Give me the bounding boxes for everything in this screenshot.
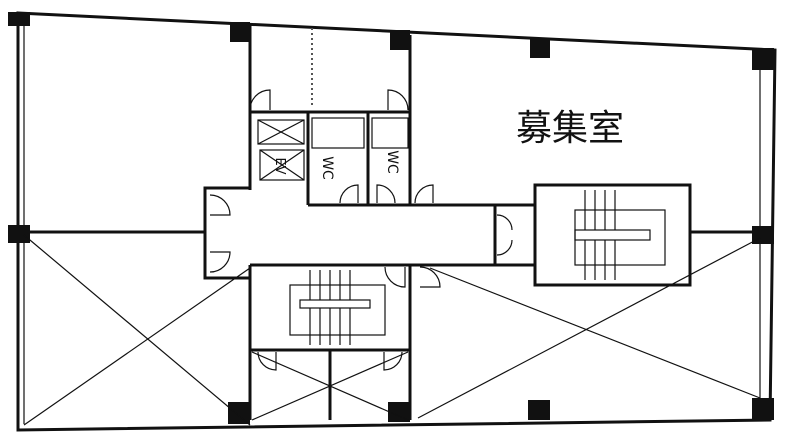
- doors: [209, 89, 513, 371]
- excluded-areas: [23, 234, 761, 426]
- columns: [8, 12, 774, 424]
- shaft: [257, 119, 305, 145]
- building-outline: [16, 11, 777, 432]
- stair-left: [289, 270, 386, 345]
- wc-label: WC: [384, 150, 400, 174]
- vacancy-label: 募集室: [516, 108, 624, 149]
- wc-fixture: [311, 117, 365, 149]
- interior-walls: [18, 25, 765, 420]
- elevator-label: EV: [272, 157, 287, 174]
- wc-fixture: [371, 117, 409, 149]
- wc-label: WC: [319, 156, 335, 180]
- stair-right: [574, 190, 666, 280]
- elevator: EV: [259, 149, 305, 181]
